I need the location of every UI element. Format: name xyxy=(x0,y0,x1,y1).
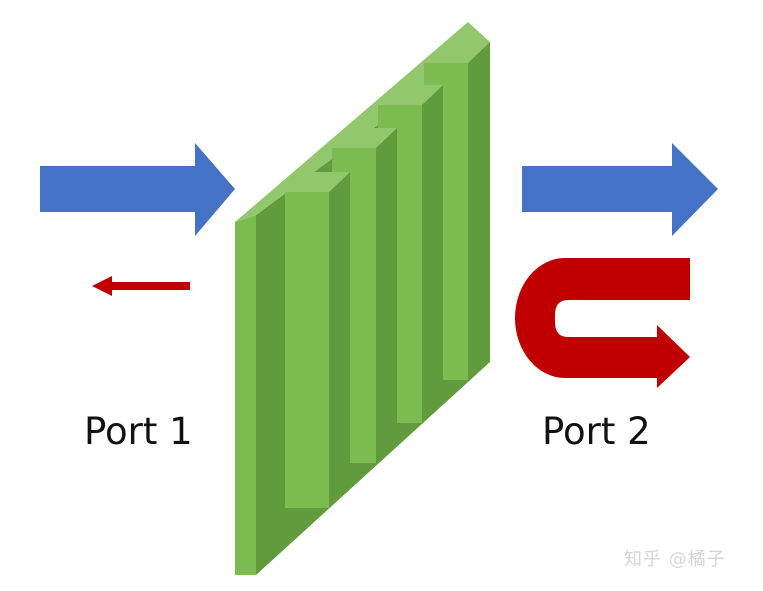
port-2-label: Port 2 xyxy=(542,410,651,453)
periodic-structure xyxy=(235,22,490,575)
u-turn-arrow xyxy=(515,258,690,388)
rib-front-face xyxy=(285,192,329,508)
rib-side-face xyxy=(468,43,489,380)
rib-top-face xyxy=(378,85,443,105)
transmitted-arrow xyxy=(522,143,718,236)
rib-top-face xyxy=(424,43,489,63)
rib-side-face xyxy=(422,85,443,423)
plate-left-face xyxy=(235,215,256,575)
rib-side-face xyxy=(376,128,397,463)
incident-arrow xyxy=(40,143,235,236)
port-1-label: Port 1 xyxy=(84,410,193,453)
watermark: 知乎 @橘子 xyxy=(624,549,726,570)
rib-side-face xyxy=(329,172,350,508)
rib-top-face xyxy=(332,128,397,148)
reflected-arrow xyxy=(92,276,190,296)
rib-top-face xyxy=(285,172,350,192)
